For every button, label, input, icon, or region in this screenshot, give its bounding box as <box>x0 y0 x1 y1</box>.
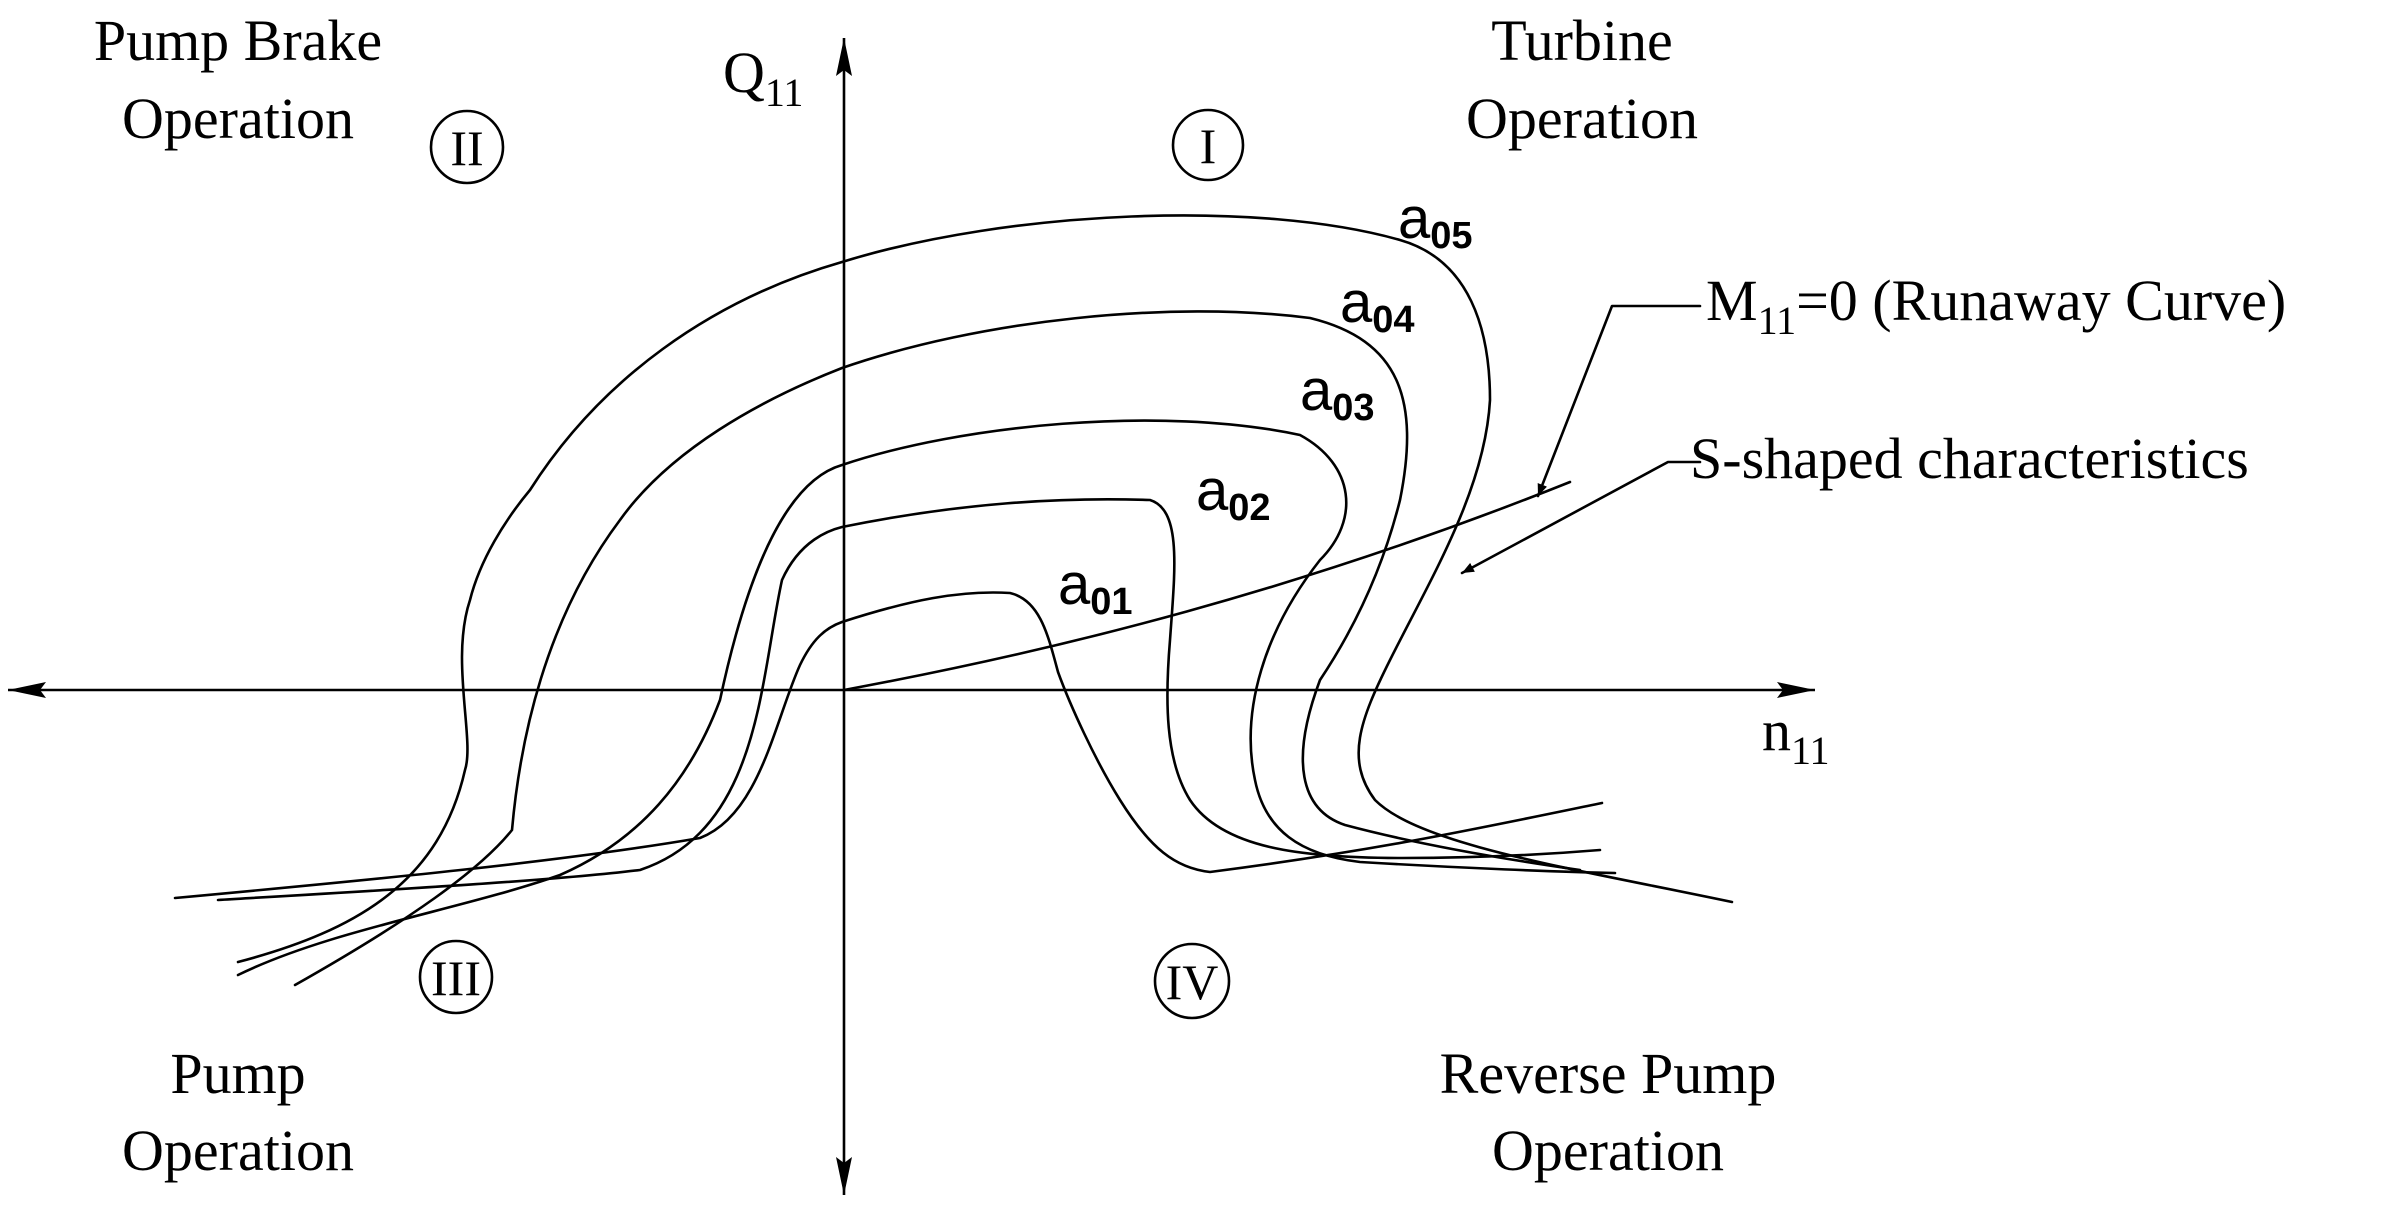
n11-axis-label-sub: 11 <box>1791 728 1830 773</box>
leader-lines <box>1460 304 1702 575</box>
quadrant-4-numeral: IV <box>1166 954 1219 1010</box>
quadrant-2-title-line1: Pump Brake <box>94 8 382 73</box>
quadrant-4-title-line1: Reverse Pump <box>1440 1041 1777 1106</box>
label-a05-sub: 05 <box>1430 215 1472 257</box>
curve-a03 <box>236 419 1617 977</box>
quadrant-2: II Pump Brake Operation <box>94 8 505 185</box>
curve-a02 <box>216 497 1602 902</box>
q11-axis-label-sub: 11 <box>765 70 804 115</box>
quadrant-3-numeral: III <box>431 950 481 1006</box>
quadrant-4: IV Reverse Pump Operation <box>1153 942 1777 1183</box>
quadrant-3-circle <box>418 939 494 1015</box>
curve-a05 <box>236 214 1734 964</box>
q11-axis-label-main: Q <box>723 40 765 105</box>
label-a02: a02 <box>1196 458 1271 529</box>
runaway-label-rest: =0 (Runaway Curve) <box>1796 268 2286 333</box>
label-a04: a04 <box>1340 270 1415 341</box>
label-a01: a01 <box>1058 552 1133 623</box>
quadrant-4-title-line2: Operation <box>1492 1118 1724 1183</box>
label-a03: a03 <box>1300 358 1375 429</box>
label-a03-main: a <box>1300 358 1333 423</box>
quadrant-3-title-line1: Pump <box>170 1041 305 1106</box>
curve-a04 <box>293 310 1582 987</box>
label-a01-main: a <box>1058 552 1091 617</box>
runaway-label-sub: 11 <box>1758 298 1797 343</box>
quadrant-3-title-line2: Operation <box>122 1118 354 1183</box>
quadrant-1-title-line1: Turbine <box>1491 8 1673 73</box>
label-a03-sub: 03 <box>1332 387 1374 429</box>
runaway-curve-label: M11=0 (Runaway Curve) <box>1706 268 2286 343</box>
runaway-curve <box>842 480 1572 692</box>
opening-curves <box>173 214 1734 987</box>
quadrant-2-title-line2: Operation <box>122 86 354 151</box>
quadrant-1-numeral: I <box>1200 118 1217 174</box>
label-a05-main: a <box>1398 186 1431 251</box>
q11-axis-label: Q11 <box>723 40 803 115</box>
label-a05: a05 <box>1398 186 1473 257</box>
label-a02-main: a <box>1196 458 1229 523</box>
quadrant-1: I Turbine Operation <box>1171 8 1698 182</box>
quadrant-2-numeral: II <box>450 120 483 176</box>
label-a04-main: a <box>1340 270 1373 335</box>
label-a04-sub: 04 <box>1372 299 1414 341</box>
runaway-label-main: M <box>1706 268 1758 333</box>
label-a01-sub: 01 <box>1090 581 1132 623</box>
quadrant-1-title-line2: Operation <box>1466 86 1698 151</box>
runaway-leader <box>1536 304 1702 498</box>
n11-axis-label: n11 <box>1762 698 1830 773</box>
quadrant-1-circle <box>1171 108 1245 182</box>
axes <box>8 38 1815 1195</box>
curve-labels: a01 a02 a03 a04 a05 <box>1058 186 1473 623</box>
quadrant-3: III Pump Operation <box>122 939 494 1183</box>
label-a02-sub: 02 <box>1228 487 1270 529</box>
s-shaped-leader <box>1460 460 1702 575</box>
n11-axis-label-main: n <box>1762 698 1791 763</box>
quadrant-2-circle <box>429 109 505 185</box>
quadrant-4-circle <box>1153 942 1231 1020</box>
s-shaped-label: S-shaped characteristics <box>1690 426 2249 491</box>
curve-a01 <box>173 591 1604 900</box>
